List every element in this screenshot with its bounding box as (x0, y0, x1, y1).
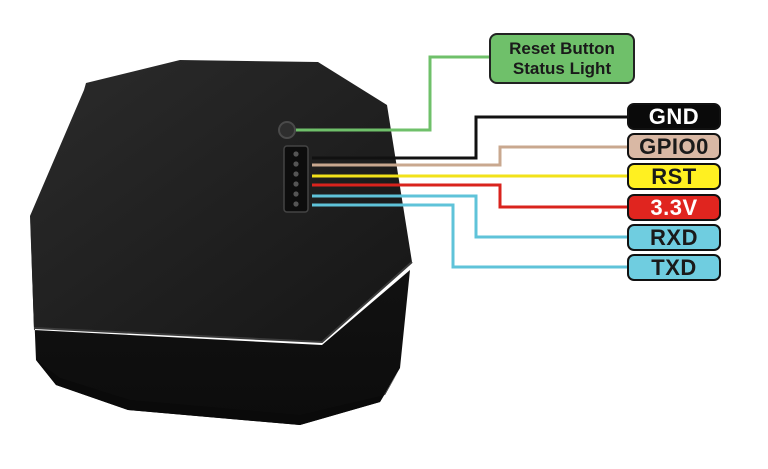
pin-holes (293, 151, 299, 207)
pin-header (283, 145, 309, 213)
pin-label-rxd: RXD (627, 224, 721, 251)
pin-label-txd: TXD (627, 254, 721, 281)
wire-gpio0 (312, 145, 627, 167)
device-top (30, 60, 412, 342)
wire-gnd (312, 115, 627, 160)
pin-label-rst: RST (627, 163, 721, 190)
reset-status-callout: Reset Button Status Light (489, 33, 635, 84)
callout-line-2: Status Light (512, 58, 612, 78)
reset-button (278, 121, 296, 139)
pin-label-gpio0: GPIO0 (627, 133, 721, 160)
pin-label-3-3v: 3.3V (627, 194, 721, 221)
wire-rxd (312, 194, 627, 239)
wire-txd (312, 203, 627, 269)
callout-line-1: Reset Button (509, 38, 615, 58)
pin-label-gnd: GND (627, 103, 721, 130)
device-side (30, 210, 410, 425)
callout-wire (296, 55, 490, 132)
wire-33v (312, 183, 627, 209)
device-base-strip (36, 360, 398, 425)
